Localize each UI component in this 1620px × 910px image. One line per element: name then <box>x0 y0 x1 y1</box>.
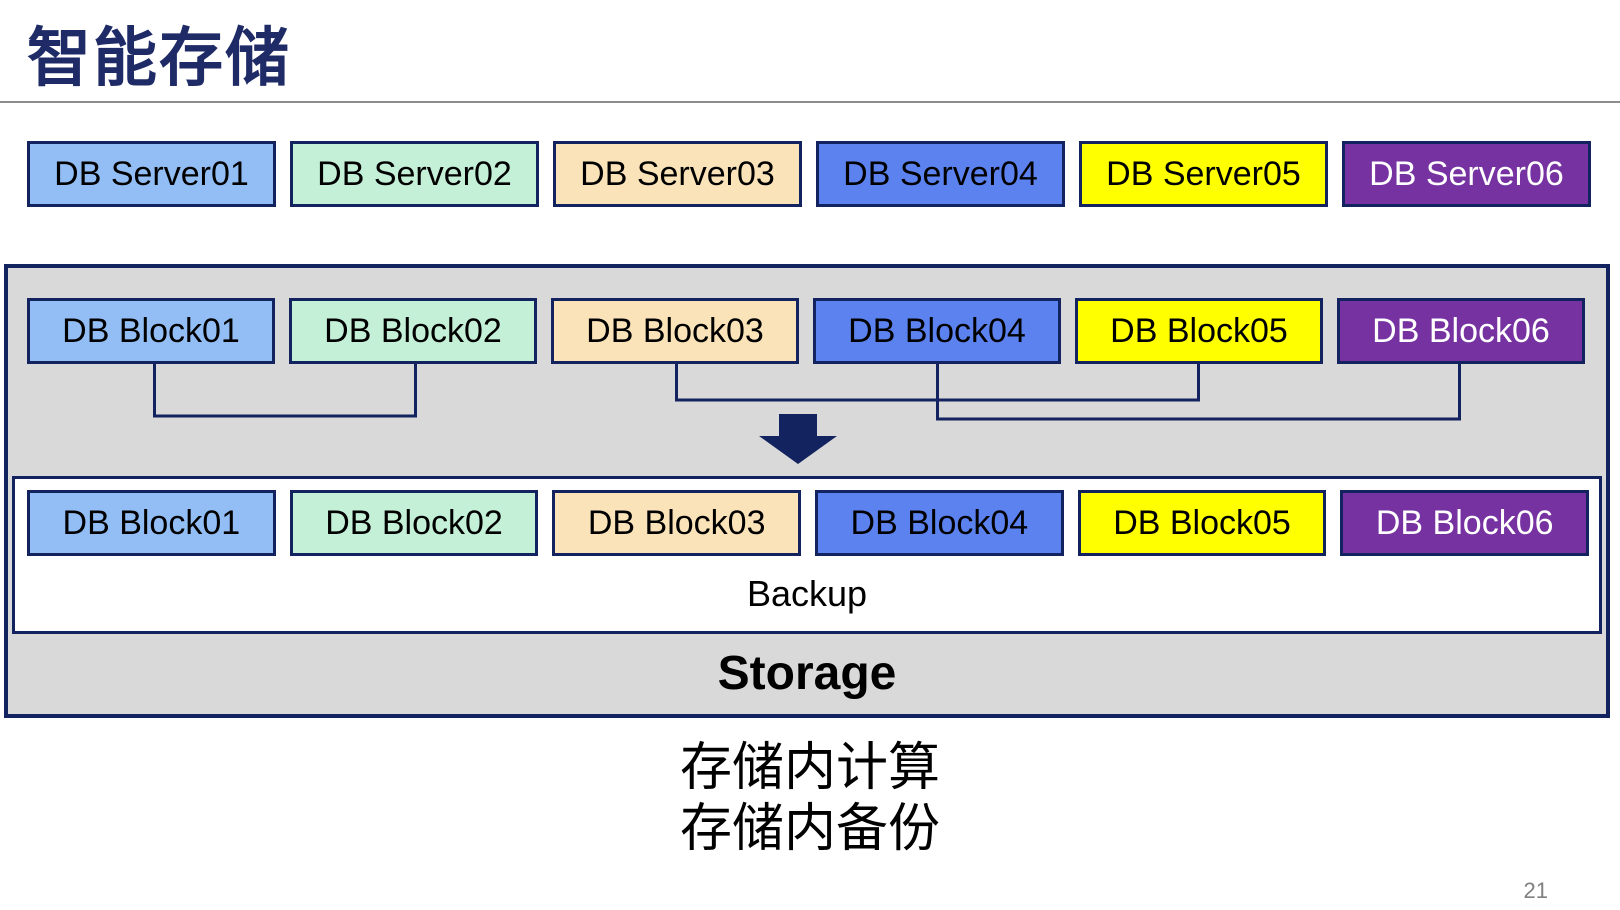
db-block-bottom-02-box: DB Block02 <box>289 490 539 556</box>
connector-lines <box>153 364 1461 464</box>
db-block-top-05-box: DB Block05 <box>1075 298 1323 364</box>
title-divider <box>0 101 1620 103</box>
captions: 存储内计算 存储内备份 <box>0 738 1620 860</box>
db-server-06-box: DB Server06 <box>1342 141 1591 207</box>
db-block-top-01-box: DB Block01 <box>27 298 275 364</box>
down-arrow-icon <box>759 414 837 464</box>
db-server-03-box: DB Server03 <box>553 141 802 207</box>
db-server-02-box: DB Server02 <box>290 141 539 207</box>
db-server-05-box: DB Server05 <box>1079 141 1328 207</box>
db-block-bottom-04-box: DB Block04 <box>815 490 1064 556</box>
db-server-01-box: DB Server01 <box>27 141 276 207</box>
backup-box: DB Block01 DB Block02 DB Block03 DB Bloc… <box>12 476 1602 634</box>
db-server-04-box: DB Server04 <box>816 141 1065 207</box>
db-block-top-06-box: DB Block06 <box>1337 298 1585 364</box>
connector-block01-block02 <box>153 364 417 418</box>
caption-line-2: 存储内备份 <box>679 799 940 858</box>
connector-block04-block06 <box>936 364 1461 421</box>
db-block-bottom-03-box: DB Block03 <box>552 490 802 556</box>
db-server-row: DB Server01 DB Server02 DB Server03 DB S… <box>27 141 1591 207</box>
db-block-top-04-box: DB Block04 <box>813 298 1061 364</box>
storage-label: Storage <box>717 646 897 700</box>
db-block-bottom-01-box: DB Block01 <box>27 490 276 556</box>
storage-container: DB Block01 DB Block02 DB Block03 DB Bloc… <box>4 264 1610 718</box>
db-block-row-top: DB Block01 DB Block02 DB Block03 DB Bloc… <box>27 298 1585 364</box>
db-block-top-03-box: DB Block03 <box>551 298 799 364</box>
page-number: 21 <box>1523 878 1548 903</box>
connector-area <box>8 364 1606 476</box>
db-block-bottom-06-box: DB Block06 <box>1340 490 1590 556</box>
db-block-row-bottom: DB Block01 DB Block02 DB Block03 DB Bloc… <box>27 490 1590 556</box>
slide-title: 智能存储 <box>27 21 291 94</box>
db-block-bottom-05-box: DB Block05 <box>1077 490 1327 556</box>
caption-line-1: 存储内计算 <box>679 739 940 797</box>
db-block-top-02-box: DB Block02 <box>289 298 537 364</box>
backup-label: Backup <box>746 572 868 614</box>
